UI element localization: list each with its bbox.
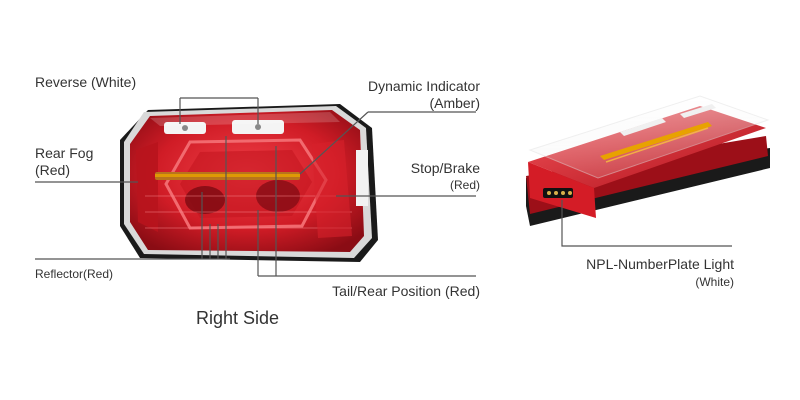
label-stop-brake-color: (Red): [449, 178, 480, 192]
stop-brake-lens: [312, 140, 352, 238]
label-tail-position: Tail/Rear Position (Red): [332, 283, 480, 299]
label-reverse: Reverse (White): [35, 74, 137, 90]
label-dynamic-indicator-color: (Amber): [429, 95, 480, 111]
label-reflector: Reflector(Red): [35, 267, 114, 281]
label-rear-fog-color: (Red): [35, 162, 71, 178]
label-rear-fog: Rear Fog: [35, 145, 94, 161]
label-stop-brake: Stop/Brake: [410, 160, 480, 176]
center-hexagon: [164, 138, 328, 230]
amber-strip: [600, 122, 712, 160]
glass-cover: [528, 95, 770, 179]
label-dynamic-indicator: Dynamic Indicator: [367, 78, 480, 94]
side-strip: [356, 150, 368, 206]
front-lamp: [120, 104, 378, 262]
label-npl: NPL-NumberPlate Light: [586, 256, 734, 272]
perspective-lamp: [526, 95, 770, 226]
leader-lines: [35, 97, 732, 277]
rear-fog-lens: [136, 142, 158, 232]
label-npl-color: (White): [695, 275, 734, 289]
caption-right-side: Right Side: [196, 308, 280, 328]
